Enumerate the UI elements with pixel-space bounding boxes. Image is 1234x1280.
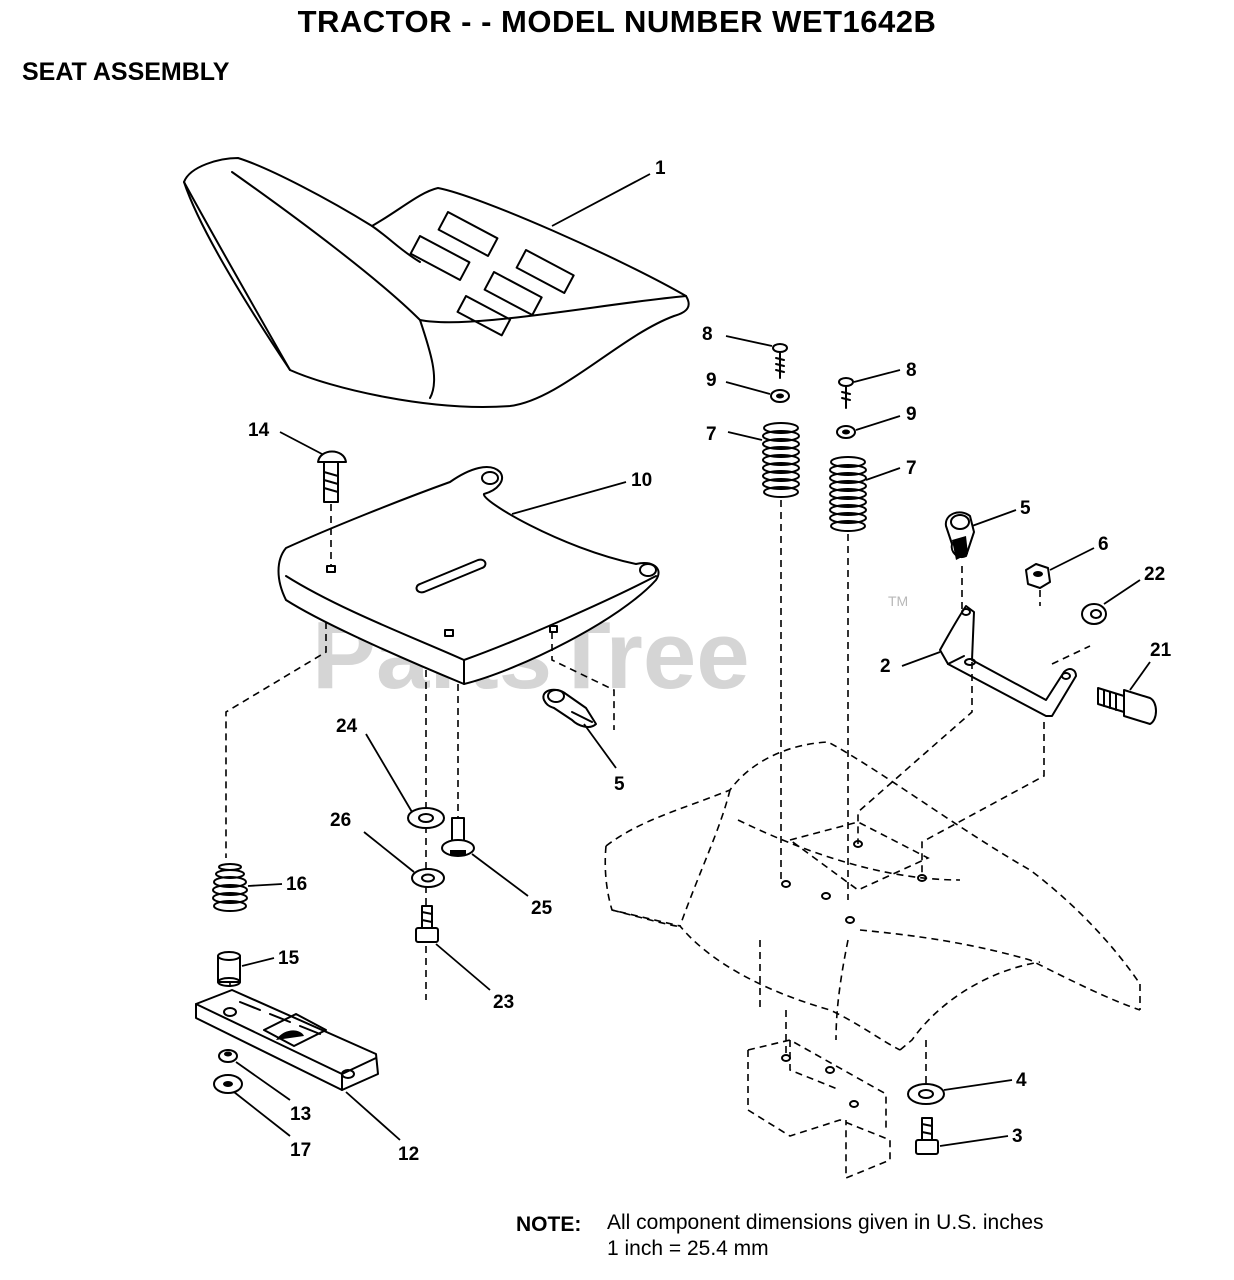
part-23-hex-bolt[interactable]: [415, 905, 439, 943]
callout-15: 15: [278, 948, 300, 969]
callout-12: 12: [398, 1144, 419, 1165]
callout-23: 23: [493, 992, 514, 1013]
part-4-washer[interactable]: [907, 1083, 945, 1105]
part-24-washer[interactable]: [407, 807, 445, 829]
note-line-2: 1 inch = 25.4 mm: [607, 1237, 769, 1260]
part-7-spring-left[interactable]: [762, 422, 800, 498]
callout-10: 10: [631, 470, 652, 491]
part-15-spacer[interactable]: [217, 951, 241, 987]
callout-25: 25: [531, 898, 553, 919]
part-12-bracket-plate[interactable]: [195, 989, 379, 1091]
callout-16: 16: [286, 874, 307, 895]
part-1-seat[interactable]: [183, 157, 690, 408]
callout-7-left: 7: [706, 424, 717, 445]
part-17-washer[interactable]: [213, 1074, 243, 1094]
part-26-washer[interactable]: [411, 868, 445, 888]
callout-3: 3: [1012, 1126, 1023, 1147]
callout-5-right: 5: [1020, 498, 1031, 519]
callout-8-left: 8: [702, 324, 713, 345]
part-5-clip-right[interactable]: [944, 511, 975, 560]
part-16-spring[interactable]: [212, 863, 248, 912]
note-label: NOTE:: [516, 1213, 582, 1236]
callout-14: 14: [248, 420, 270, 441]
tractor-frame-outline: [604, 741, 1141, 1180]
part-13-nut[interactable]: [218, 1049, 238, 1063]
callout-21: 21: [1150, 640, 1172, 661]
part-8-screw-left[interactable]: [772, 343, 788, 379]
part-6-nut[interactable]: [1025, 563, 1051, 589]
note-line-1: All component dimensions given in U.S. i…: [607, 1211, 1044, 1234]
part-9-washer-left[interactable]: [770, 389, 790, 403]
part-2-bracket[interactable]: [939, 605, 1077, 717]
watermark-tm: TM: [888, 593, 908, 609]
section-title: SEAT ASSEMBLY: [22, 58, 230, 86]
part-25-shoulder-bolt[interactable]: [441, 817, 475, 857]
callout-9-right: 9: [906, 404, 917, 425]
callout-2: 2: [880, 656, 891, 677]
part-8-screw-right[interactable]: [838, 377, 854, 409]
callout-13: 13: [290, 1104, 311, 1125]
callout-1: 1: [655, 158, 666, 179]
callout-4: 4: [1016, 1070, 1027, 1091]
part-7-spring-right[interactable]: [829, 456, 867, 532]
part-21-knob-bolt[interactable]: [1097, 687, 1157, 725]
part-3-hex-bolt[interactable]: [915, 1117, 939, 1155]
callout-9-left: 9: [706, 370, 717, 391]
callout-17: 17: [290, 1140, 311, 1161]
callout-7-right: 7: [906, 458, 917, 479]
part-9-washer-right[interactable]: [836, 425, 856, 439]
callout-26: 26: [330, 810, 351, 831]
page-title: TRACTOR - - MODEL NUMBER WET1642B: [297, 4, 937, 39]
part-14-carriage-bolt[interactable]: [317, 450, 347, 503]
part-10-seat-pan[interactable]: [277, 466, 660, 685]
callout-24: 24: [336, 716, 358, 737]
callout-5-left: 5: [614, 774, 625, 795]
callout-6: 6: [1098, 534, 1109, 555]
callout-8-right: 8: [906, 360, 917, 381]
part-22-washer[interactable]: [1081, 603, 1107, 625]
callout-22: 22: [1144, 564, 1165, 585]
